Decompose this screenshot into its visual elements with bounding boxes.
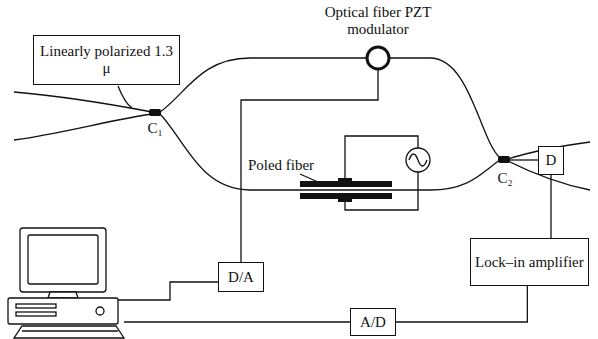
computer-wire — [116, 282, 218, 300]
node-text: A/D — [360, 314, 386, 331]
pzt-modulator — [367, 47, 389, 69]
electrodes — [300, 178, 392, 202]
sine-symbol — [409, 154, 427, 166]
leader-line — [300, 174, 318, 182]
node-text: D/A — [228, 269, 254, 286]
signal-wire — [550, 175, 551, 238]
signal-wire — [396, 286, 527, 322]
component-label: Poled fiber — [236, 157, 326, 174]
electrode-tab — [338, 198, 352, 202]
upper-arm-fiber — [389, 58, 500, 158]
coupler — [498, 156, 510, 163]
component-label: Optical fiber PZT modulator — [318, 4, 438, 38]
output-fiber — [508, 159, 538, 160]
input-fiber — [14, 92, 152, 112]
input-fiber — [14, 114, 152, 140]
electrode-tab — [338, 178, 352, 182]
upper-arm-fiber — [160, 58, 367, 112]
signal-source — [406, 148, 430, 172]
node-text: D — [546, 152, 557, 169]
electrode-wire — [345, 172, 418, 210]
amplifier-box: Lock–in amplifier — [470, 238, 589, 286]
source-box: Linearly polarized 1.3 μ — [33, 35, 180, 85]
lower-arm-fiber — [160, 114, 500, 190]
detector-box: D — [538, 146, 564, 175]
coupler-label: C₁ — [140, 120, 170, 137]
coupler — [149, 109, 161, 116]
converter-box: D/A — [218, 262, 264, 292]
computer-icon — [8, 228, 124, 338]
source-fiber — [118, 86, 132, 108]
computer-wire — [124, 321, 350, 322]
node-text: Linearly polarized 1.3 μ — [38, 43, 175, 77]
coupler-label: C₂ — [490, 170, 520, 187]
electrode-wire — [345, 136, 418, 180]
node-text: Lock–in amplifier — [475, 254, 584, 271]
converter-box: A/D — [350, 308, 396, 336]
